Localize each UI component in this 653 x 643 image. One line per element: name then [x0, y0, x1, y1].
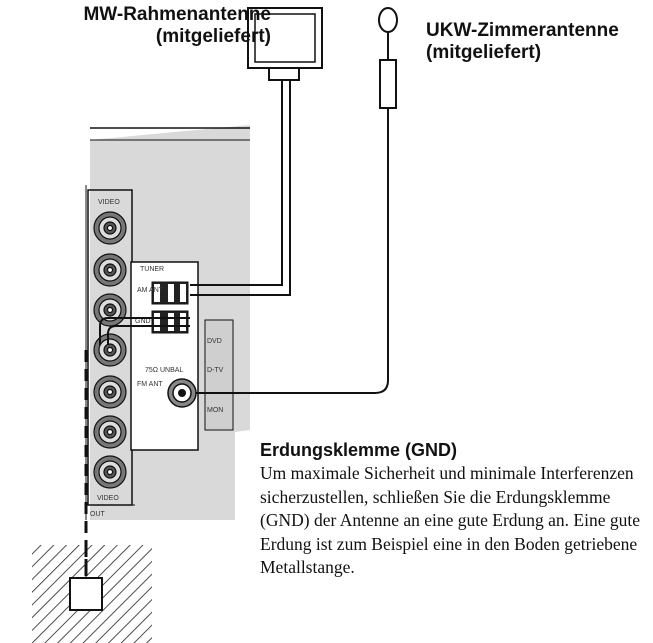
- tuner-box: [130, 261, 199, 451]
- ground-rod-icon: [69, 577, 103, 611]
- ukw-antenna-label-line2: (mitgeliefert): [426, 42, 542, 63]
- am-ant-label: AM ANT: [137, 287, 164, 294]
- gnd-title: Erdungsklemme (GND): [260, 440, 458, 460]
- mw-antenna-label: MW-Rahmenantenne (mitgeliefert): [6, 4, 271, 48]
- mw-antenna-cable: [190, 80, 291, 296]
- rca-jack: [93, 455, 127, 489]
- video-bottom-label: VIDEO: [97, 495, 119, 502]
- gnd-terminal-label: GND: [135, 318, 151, 325]
- gnd-wire: [99, 317, 190, 345]
- mon-label: MON: [207, 407, 223, 414]
- mw-antenna-label-line2: (mitgeliefert): [155, 26, 271, 47]
- dvd-label: DVD: [207, 338, 222, 345]
- rca-jack: [93, 333, 127, 367]
- mw-loop-antenna-icon: [247, 7, 323, 81]
- unbal-label: 75Ω UNBAL: [145, 367, 183, 374]
- rca-jack: [93, 293, 127, 327]
- mw-antenna-label-line1: MW-Rahmenantenne: [83, 4, 271, 25]
- gnd-description: Um maximale Sicherheit und minimale Inte…: [260, 463, 641, 577]
- video-top-label: VIDEO: [98, 199, 120, 206]
- rca-jack: [93, 415, 127, 449]
- dtv-label: D-TV: [207, 367, 224, 374]
- ukw-antenna-label: UKW-Zimmerantenne (mitgeliefert): [426, 20, 619, 64]
- ukw-antenna-cable: [196, 108, 389, 394]
- out-label: OUT: [90, 511, 106, 518]
- rca-jack: [93, 211, 127, 245]
- rca-jacks: [93, 211, 127, 489]
- rca-jack: [93, 375, 127, 409]
- ukw-indoor-antenna-icon: [378, 7, 398, 109]
- tuner-label: TUNER: [140, 266, 164, 273]
- fm-ant-label: FM ANT: [137, 381, 163, 388]
- ground-hatch: [32, 545, 152, 643]
- rca-jack: [93, 253, 127, 287]
- ukw-antenna-label-line1: UKW-Zimmerantenne: [426, 20, 619, 41]
